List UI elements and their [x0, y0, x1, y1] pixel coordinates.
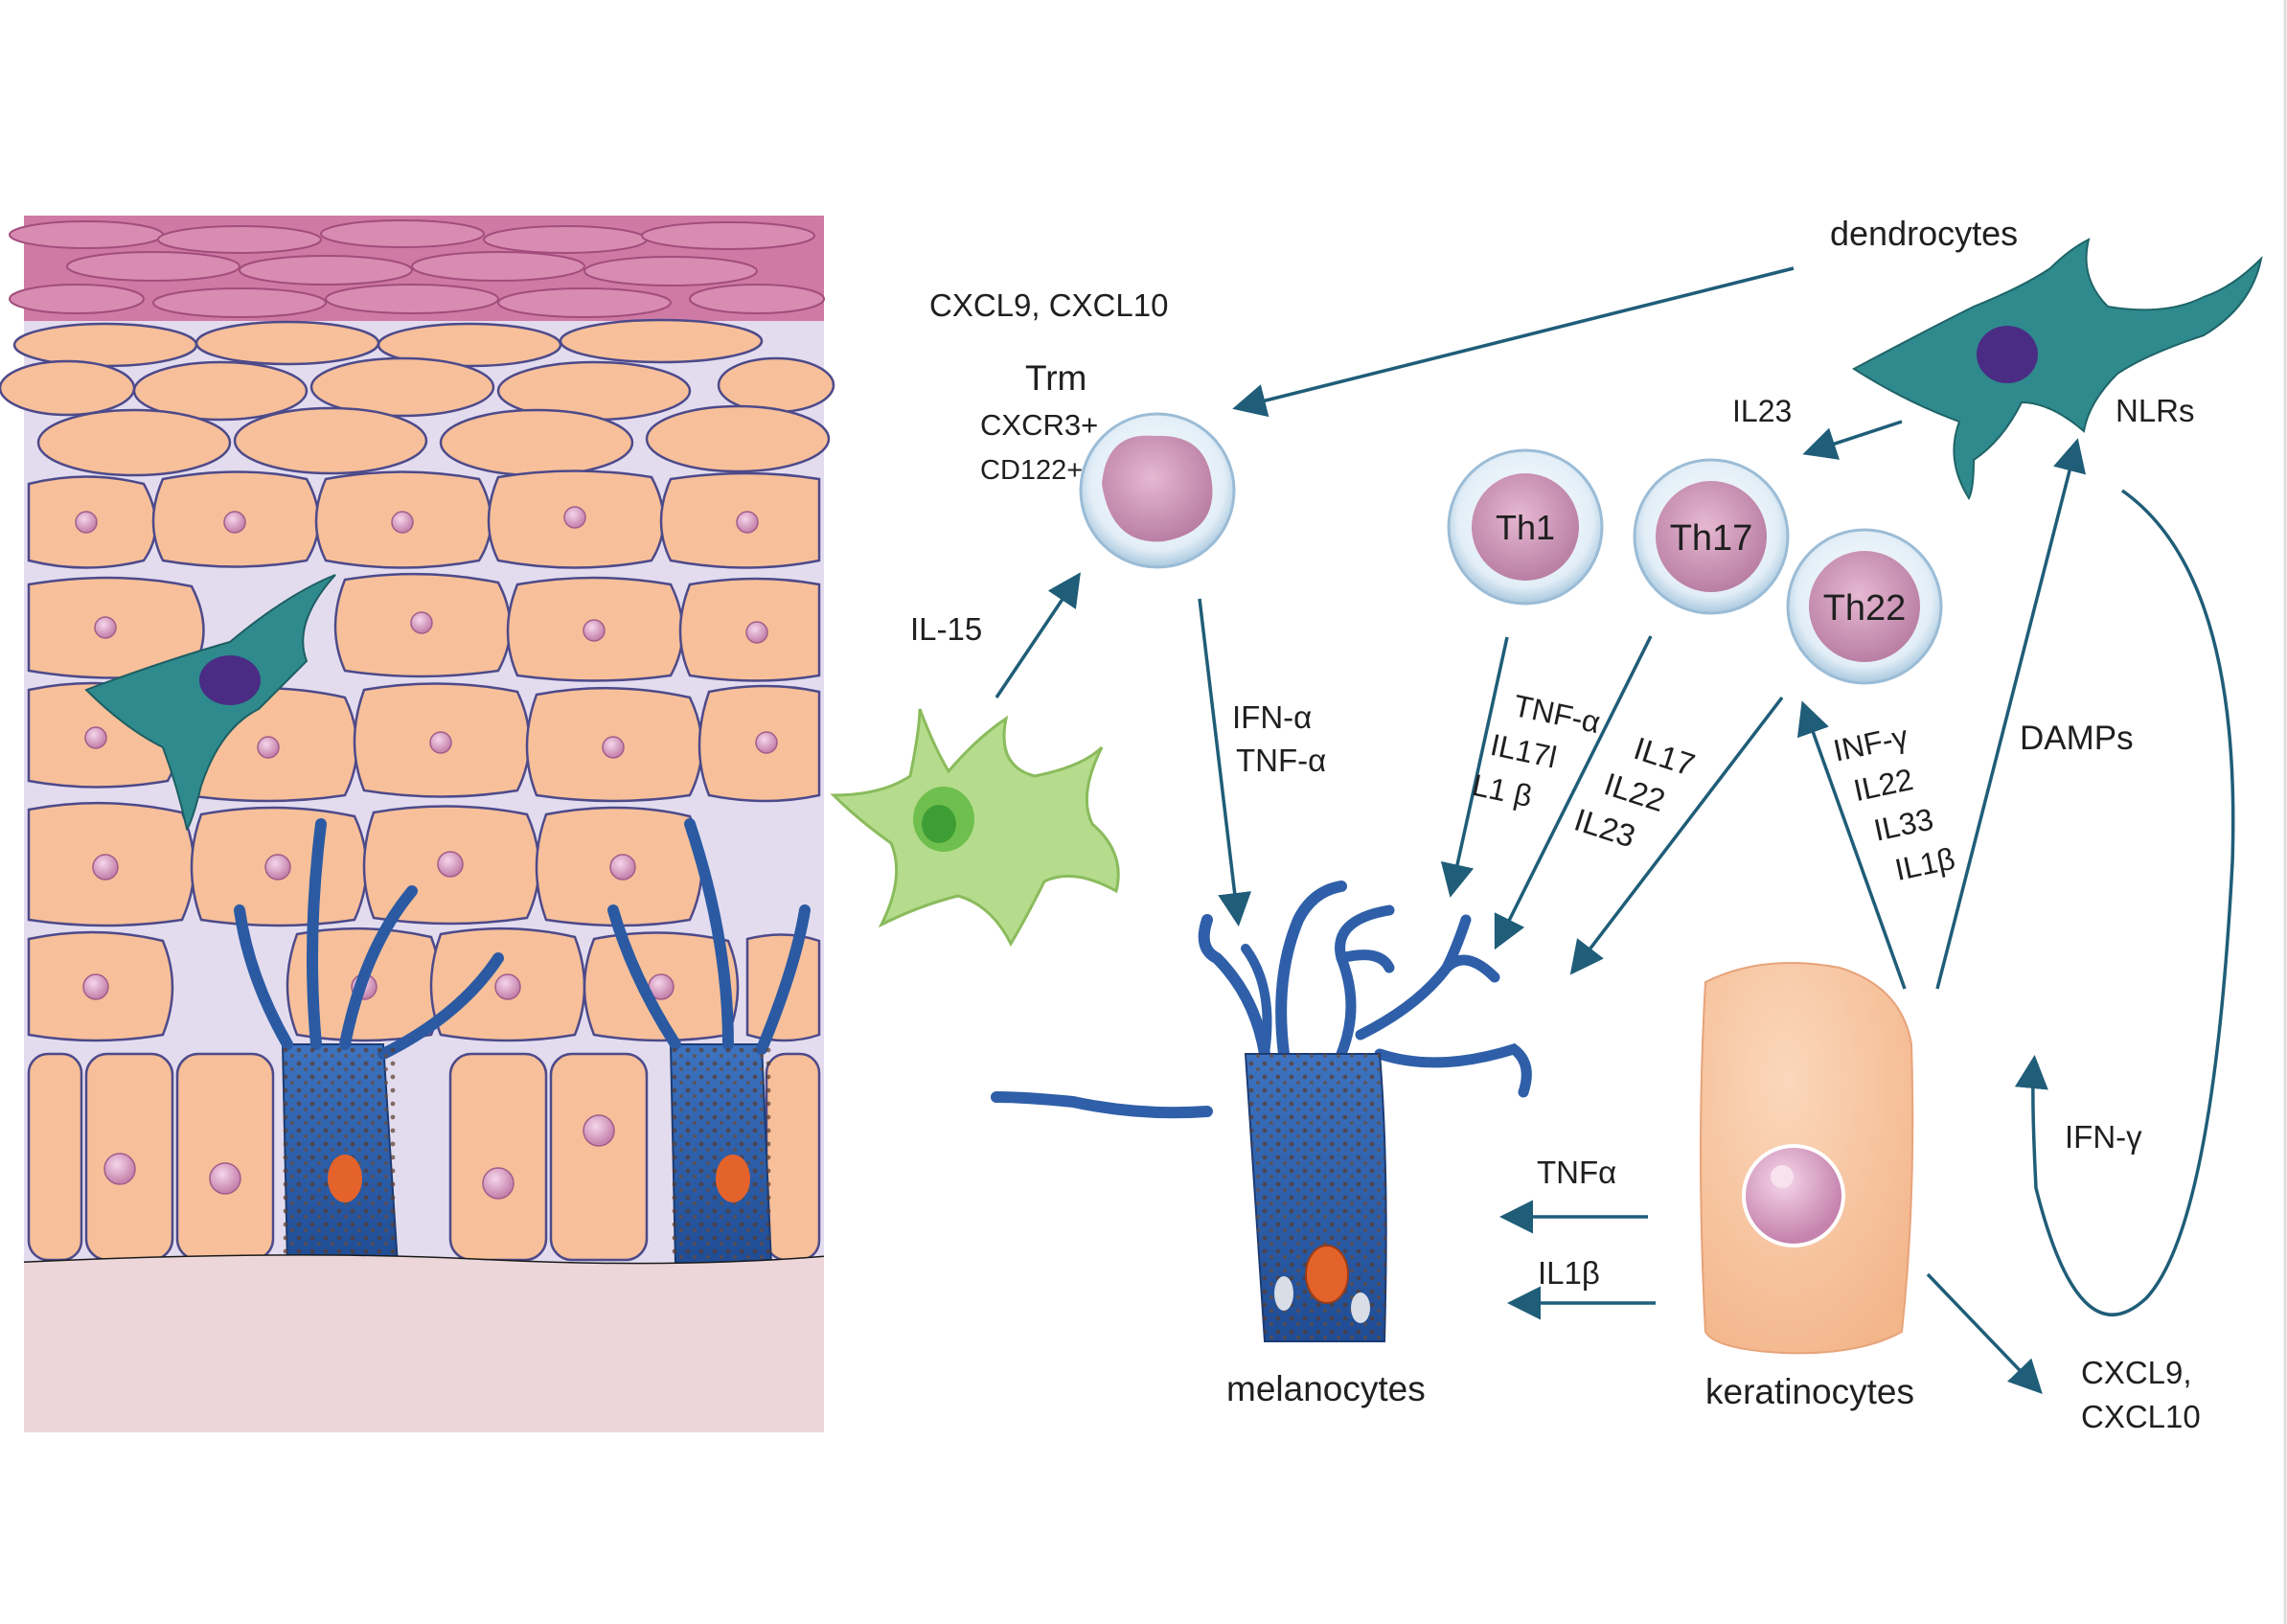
tissue-melanocytes: [234, 818, 811, 1266]
label-cxcl9-bottom: CXCL9,: [2081, 1355, 2192, 1390]
label-tnfa: TNFα: [1537, 1155, 1616, 1190]
keratinocyte-cell: [1700, 962, 1914, 1355]
label-th1-tnf: TNF-α: [1511, 688, 1604, 740]
stratum-granulosum: [0, 318, 835, 477]
arrow-il15-to-trm: [995, 572, 1081, 698]
label-il23-top: IL23: [1732, 394, 1792, 428]
arrow-keratinocyte-to-cxcl: [1926, 1272, 2043, 1395]
th22-cell: Th22: [1786, 528, 1943, 685]
label-kc-il1b: IL1β: [1892, 841, 1958, 887]
label-melanocytes: melanocytes: [1226, 1369, 1426, 1408]
label-dendrocytes: dendrocytes: [1830, 214, 2018, 253]
dendrocyte-cell: [1852, 238, 2263, 501]
stratum-corneum: [9, 216, 825, 321]
label-keratinocytes: keratinocytes: [1705, 1372, 1914, 1411]
label-nlrs: NLRs: [2115, 393, 2195, 428]
label-kc-il22: IL22: [1850, 762, 1915, 808]
label-trm: Trm: [1025, 358, 1086, 398]
melanocyte-cell: [991, 881, 1532, 1342]
trm-cell: [1079, 412, 1236, 569]
label-il15: IL-15: [910, 611, 982, 647]
label-kc-il33: IL33: [1871, 802, 1936, 848]
stratum-basale: [27, 1052, 821, 1262]
label-th17-il23: IL23: [1570, 801, 1640, 854]
arrow-trm-to-melanocyte: [1198, 598, 1252, 926]
arrow-damps-to-nlrs: [1935, 438, 2087, 990]
arrow-il23-to-th17: [1802, 420, 1903, 460]
label-il1b: IL1β: [1538, 1255, 1600, 1291]
tissue-dendritic-cell: [84, 574, 336, 831]
label-cxcr3: CXCR3+: [980, 408, 1098, 442]
label-cxcl10-bottom: CXCL10: [2081, 1399, 2201, 1434]
label-th1-il17: IL17l: [1488, 727, 1560, 775]
arrow-dendrocytes-to-trm: [1232, 266, 1795, 418]
th1-cell: Th1: [1447, 448, 1604, 606]
th17-cell: Th17: [1633, 458, 1790, 615]
label-ifn-alpha: IFN-α: [1232, 699, 1312, 735]
label-damps: DAMPs: [2020, 720, 2134, 757]
label-inf-gamma: INF-γ: [1830, 719, 1910, 767]
arrow-ifn-gamma-loop: [2014, 489, 2235, 1316]
epidermis-illustration: [0, 216, 835, 1432]
pathway-arrows: [995, 266, 2235, 1395]
th17-label: Th17: [1670, 518, 1753, 559]
label-cxcl-top: CXCL9, CXCL10: [929, 287, 1168, 323]
arrow-th22-to-melanocyte: [1569, 696, 1784, 975]
keratinocyte-nuclei: [75, 506, 778, 1200]
th1-label: Th1: [1496, 508, 1555, 547]
arrow-th17-to-melanocyte: [1494, 635, 1653, 950]
label-th1-l1b: L1 β: [1469, 767, 1535, 813]
label-ifn-gamma: IFN-γ: [2065, 1119, 2142, 1155]
stratum-spinosum: [27, 469, 821, 1042]
dermis: [24, 1255, 824, 1432]
arrow-th1-to-melanocyte: [1440, 636, 1509, 898]
arrow-keratinocyte-to-th22: [1796, 700, 1907, 990]
th22-label: Th22: [1823, 588, 1907, 629]
label-tnf-alpha-trm: TNF-α: [1236, 743, 1326, 778]
label-cd122: CD122+: [980, 455, 1083, 486]
langerhans-cell: [830, 708, 1120, 948]
